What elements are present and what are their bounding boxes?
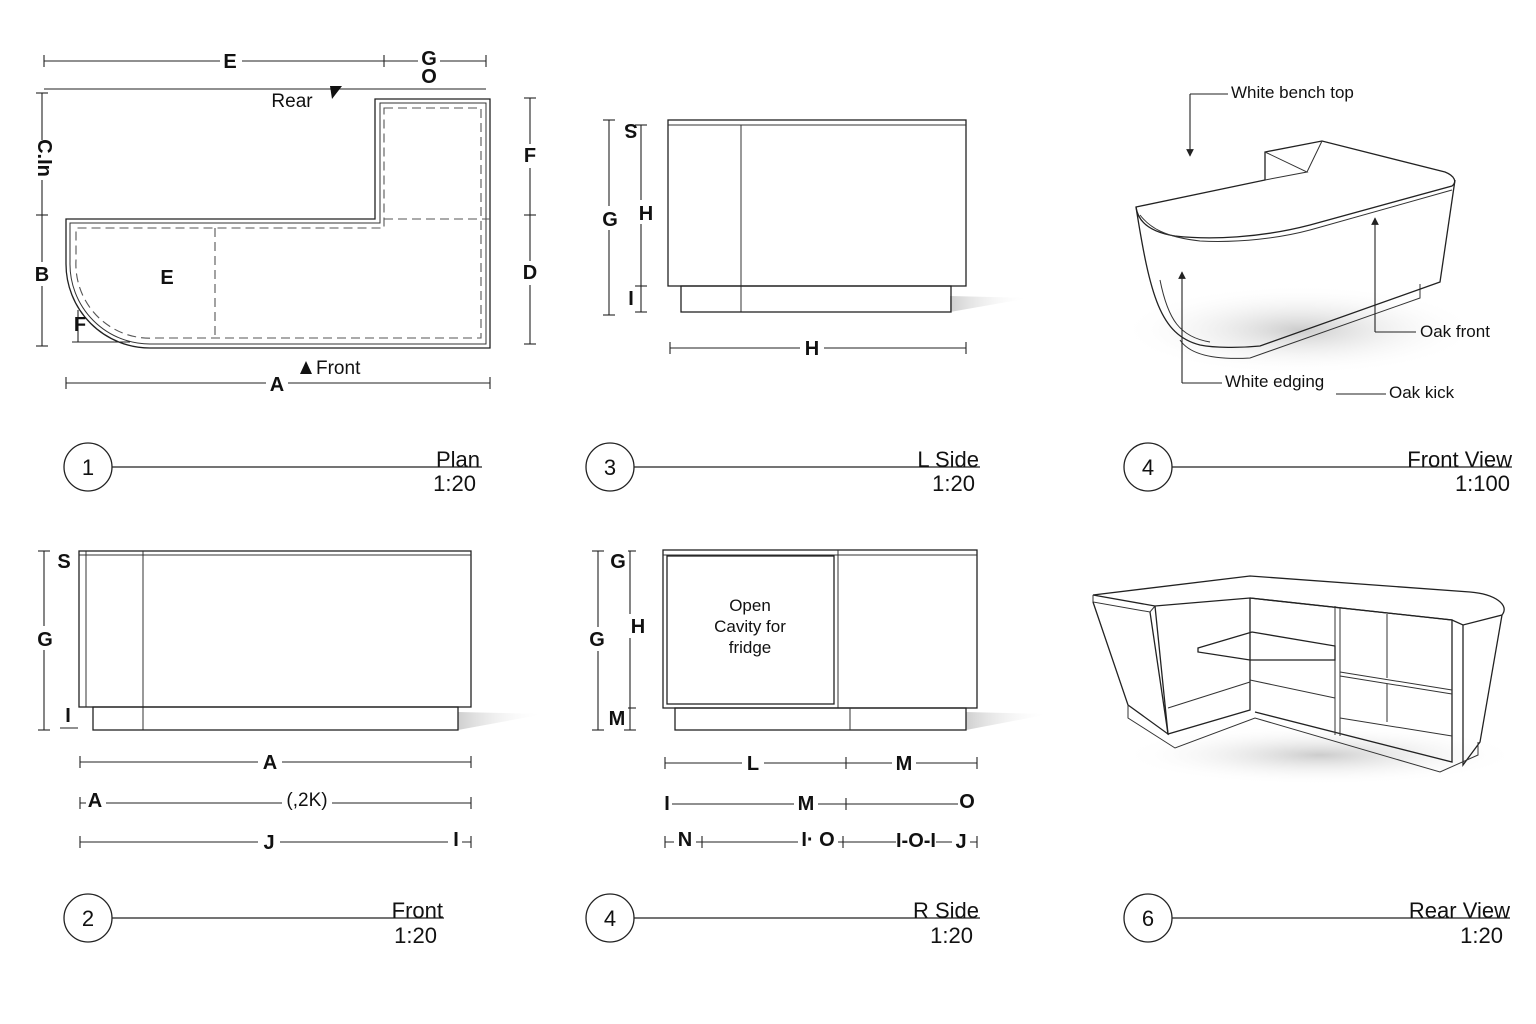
view-scale: 1:20 (930, 923, 973, 948)
title-block-front-view: 4 Front View 1:100 (1123, 442, 1512, 496)
lside-dim-s: S (624, 119, 637, 141)
view-number: 2 (82, 906, 94, 931)
view-number: 1 (82, 455, 94, 480)
view-title: L Side (917, 447, 979, 472)
title-block-3: 3 L Side 1:20 (585, 442, 980, 496)
rside-dim-l: L (747, 753, 759, 775)
callout-white-edging: White edging (1225, 372, 1324, 391)
rside-row2-start: I (664, 793, 670, 815)
view-number: 4 (604, 906, 616, 931)
title-block-r-side: 4 R Side 1:20 (585, 893, 980, 948)
rside-dim-m-left: M (609, 708, 626, 730)
title-block-2: 2 Front 1:20 (63, 893, 444, 948)
rside-row3-o2: I-O-I (896, 830, 936, 852)
rear-view-3d (1092, 575, 1520, 785)
view-title: Front View (1407, 447, 1512, 472)
dim-b-left: B (35, 264, 49, 286)
rside-dim-h: H (631, 616, 645, 638)
front-dim-a2: A (88, 790, 102, 812)
front-dim-i2: I (453, 829, 459, 851)
cavity-line-2: Cavity for (714, 617, 786, 636)
dim-d-right: D (523, 262, 537, 284)
front-dim-j: J (263, 832, 274, 854)
rside-dim-g-top: G (610, 551, 626, 573)
view-scale: 1:20 (394, 923, 437, 948)
plan-e-center: E (160, 267, 173, 289)
cavity-line-1: Open (729, 596, 771, 615)
view-title: Front (392, 898, 443, 923)
view-scale: 1:20 (932, 471, 975, 496)
rside-dim-m: M (896, 753, 913, 775)
front-view-3d: White bench top Oak front White edging O… (1120, 83, 1490, 402)
rear-label: Rear (271, 91, 313, 112)
plan-view: E G O Rear C.In B F D E F (24, 48, 540, 396)
rside-row3-o: I· O (801, 829, 834, 851)
view-scale: 1:100 (1455, 471, 1510, 496)
rside-row2-o: O (959, 791, 975, 813)
lside-dim-h-bottom: H (805, 338, 819, 360)
callout-white-bench-top: White bench top (1231, 83, 1354, 102)
dim-g-top: G (421, 48, 437, 70)
front-view: S G I A A (,2K) J I (34, 550, 545, 854)
title-block-1: 1 Plan 1:20 (63, 442, 482, 496)
view-number: 4 (1142, 455, 1154, 480)
plan-f-small: F (74, 314, 86, 336)
front-dim-i: I (65, 705, 71, 727)
view-title: Rear View (1409, 898, 1510, 923)
rside-dim-g: G (589, 629, 605, 651)
front-arrow-icon (300, 361, 312, 374)
dim-c-left: C.In (33, 139, 55, 177)
view-number: 3 (604, 455, 616, 480)
title-block-6: 6 Rear View 1:20 (1123, 893, 1510, 948)
front-label: Front (316, 358, 361, 379)
rside-row3-n: N (678, 829, 692, 851)
rear-arrow-icon (330, 86, 342, 99)
lside-dim-g: G (602, 209, 618, 231)
front-dim-g: G (37, 629, 53, 651)
lside-dim-h: H (639, 203, 653, 225)
front-dim-s: S (57, 551, 70, 573)
view-scale: 1:20 (433, 471, 476, 496)
dim-e-top: E (223, 51, 236, 73)
view-number: 6 (1142, 906, 1154, 931)
r-side-view: Open Cavity for fridge G H G M L M I M O (587, 549, 1050, 853)
dim-a-bottom: A (270, 374, 284, 396)
front-dim-a: A (263, 752, 277, 774)
view-scale: 1:20 (1460, 923, 1503, 948)
view-title: Plan (436, 447, 480, 472)
callout-oak-front: Oak front (1420, 322, 1490, 341)
l-side-view: S G H I H (599, 119, 1030, 360)
dim-f-right: F (524, 145, 536, 167)
dim-o-top: O (421, 66, 437, 88)
rside-row3-j: J (955, 831, 966, 853)
callout-oak-kick: Oak kick (1389, 383, 1455, 402)
rside-row2-m: M (798, 793, 815, 815)
lside-dim-i: I (628, 288, 634, 310)
view-title: R Side (913, 898, 979, 923)
front-dim-2k: (,2K) (286, 790, 327, 811)
cavity-line-3: fridge (729, 638, 772, 657)
